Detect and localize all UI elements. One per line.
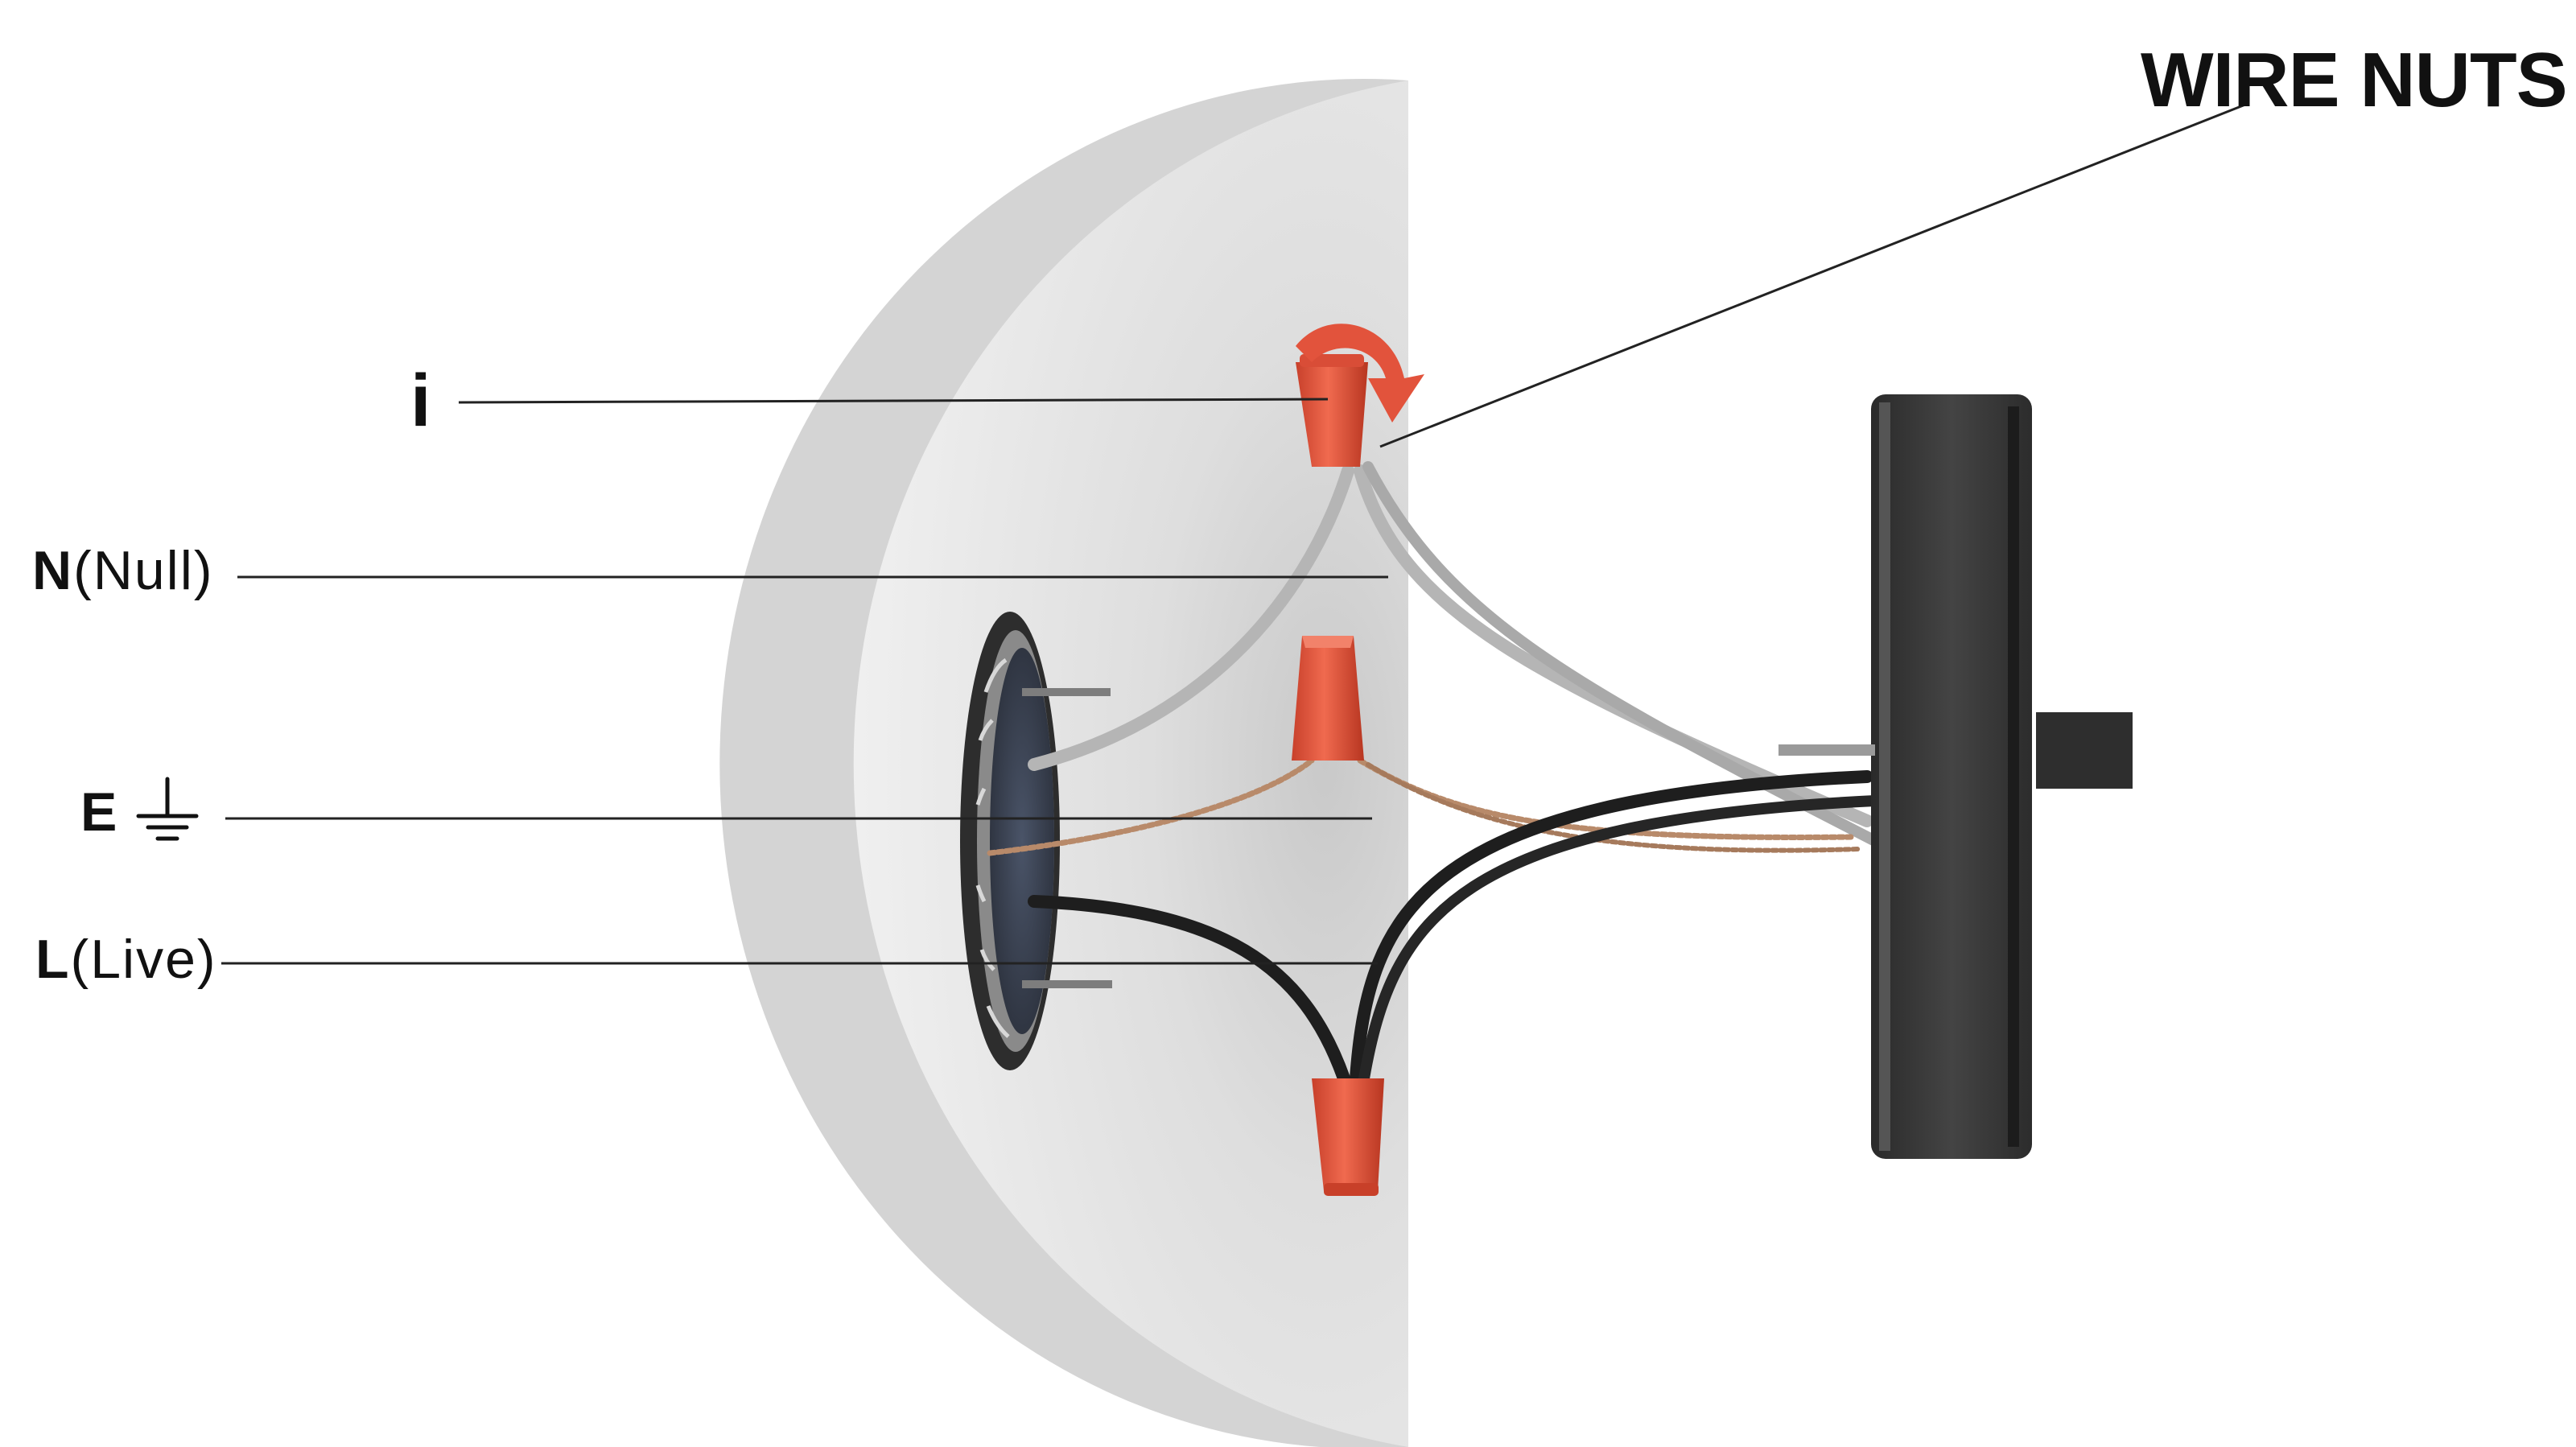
live-wires (1028, 770, 1881, 1085)
junction-box (960, 612, 1112, 1070)
leader-lines (221, 103, 2246, 965)
wire-nuts-label: WIRE NUTS (2141, 37, 2568, 123)
earth-label: E (80, 785, 117, 839)
wall-fixture (1778, 394, 2133, 1159)
neutral-text: (Null) (73, 540, 214, 601)
live-label: L(Live) (35, 932, 217, 987)
leader-twist (458, 398, 1329, 404)
neutral-label: N(Null) (32, 543, 214, 598)
ground-icon (136, 777, 199, 841)
live-text: (Live) (70, 929, 217, 990)
wall-surface (853, 80, 1408, 1447)
leader-wire-nuts (1379, 103, 2246, 448)
wire-nut-earth (1292, 636, 1364, 761)
rotate-arrow-icon (1296, 324, 1424, 423)
wire-nut-live (1312, 1078, 1384, 1196)
twist-label: i (410, 360, 431, 442)
live-letter: L (35, 929, 71, 990)
neutral-letter: N (32, 540, 74, 601)
earth-letter: E (80, 781, 117, 843)
